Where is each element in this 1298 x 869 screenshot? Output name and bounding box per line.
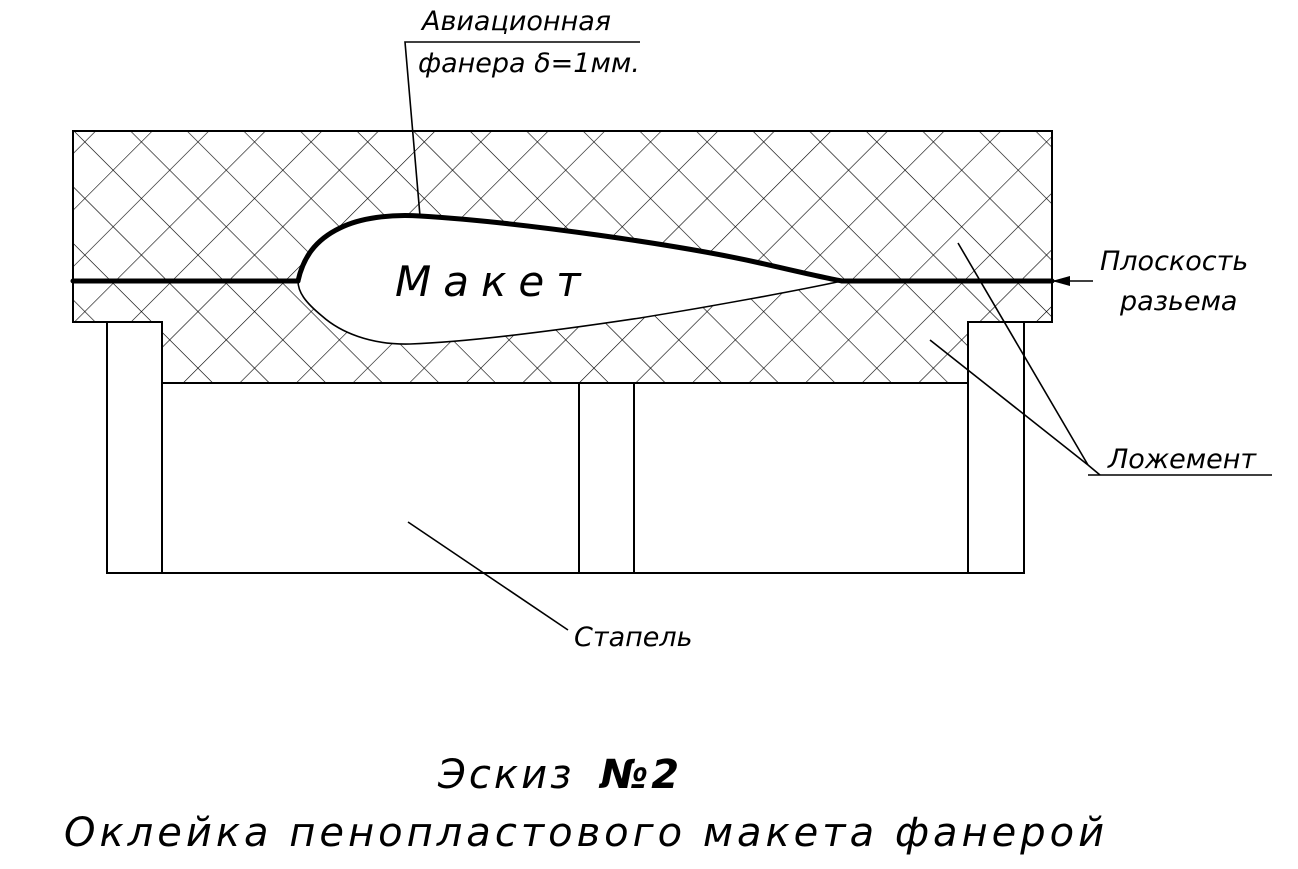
slipway-leader <box>407 521 569 631</box>
cradle-leader-1 <box>957 242 1089 466</box>
sketch-title-prefix: Эскиз <box>437 752 574 798</box>
sketch-title: Эскиз №2 <box>437 752 682 798</box>
parting-plane-arrow <box>1052 276 1070 286</box>
plywood-leader <box>404 41 640 217</box>
plywood-skin <box>295 213 845 284</box>
slipway-label: Стапель <box>574 622 693 653</box>
model-label: Макет <box>395 257 593 306</box>
plywood-label-line2: фанера δ=1мм. <box>418 48 640 79</box>
plywood-label-line1: Авиационная <box>420 6 611 37</box>
sketch-title-number: №2 <box>598 752 682 798</box>
slipway-structure <box>106 321 1025 574</box>
cradle-label: Ложемент <box>1107 444 1257 475</box>
sketch-subtitle: Оклейка пенопластового макета фанерой <box>64 810 1108 856</box>
slipway-right-post <box>967 321 1025 574</box>
cradle-leader-join <box>1087 464 1101 476</box>
cradle-leader-2 <box>929 339 1089 466</box>
model-cutout <box>298 215 842 345</box>
model-lower-outline <box>297 280 843 345</box>
parting-plane-label-line2: разьема <box>1119 286 1237 317</box>
slipway-left-post <box>106 321 163 574</box>
parting-plane-label-line1: Плоскость <box>1100 246 1248 277</box>
slipway-center-post <box>578 382 635 574</box>
